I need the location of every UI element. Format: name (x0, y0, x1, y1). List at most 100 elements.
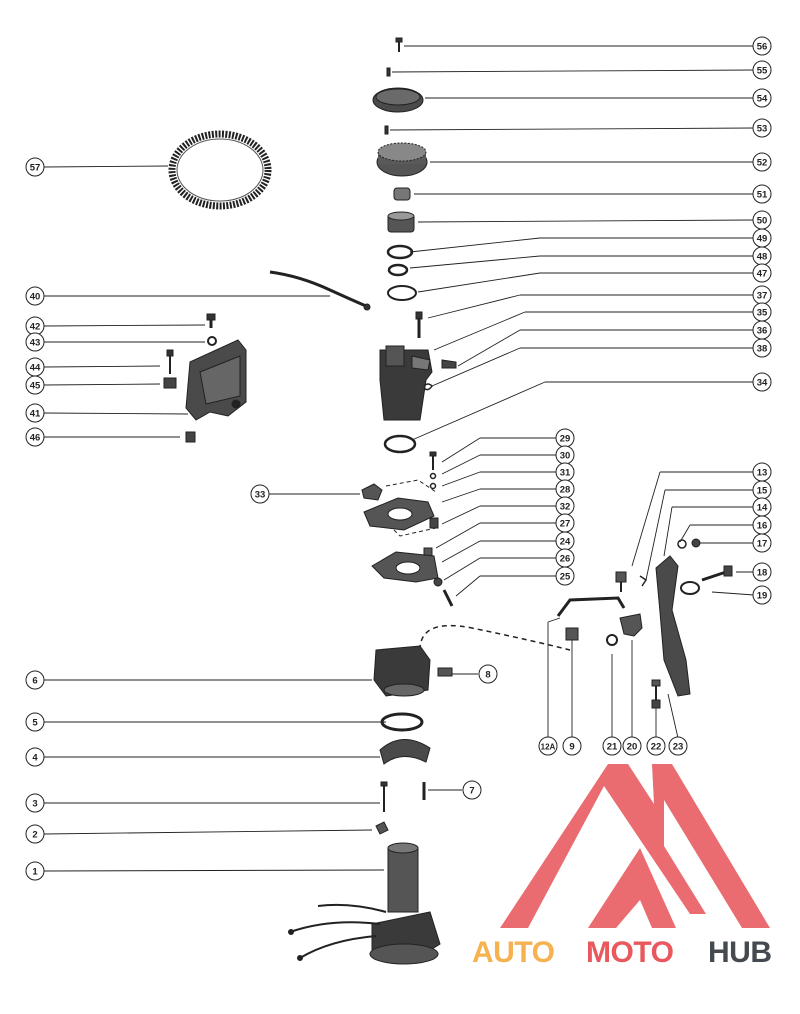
nut-46 (185, 431, 196, 443)
callout-32: 32 (560, 502, 571, 513)
callout-24: 24 (560, 537, 571, 548)
housing-35 (379, 345, 433, 421)
wire-40 (269, 270, 371, 311)
callout-31: 31 (560, 468, 571, 479)
ring-47 (387, 285, 417, 301)
callout-3: 3 (32, 799, 37, 810)
link-rod-12A (556, 596, 626, 617)
housing-6 (373, 645, 431, 697)
washer-31 (429, 482, 437, 490)
watermark-logo-mark (500, 764, 770, 928)
callout-19: 19 (757, 591, 768, 602)
clip-38 (423, 383, 433, 391)
callout-25: 25 (560, 572, 571, 583)
screw-29 (429, 451, 437, 470)
nut-17 (691, 538, 701, 548)
callout-8: 8 (485, 670, 490, 681)
belt-57 (168, 130, 272, 210)
clip-2 (375, 821, 389, 835)
callout-22: 22 (651, 742, 662, 753)
callout-43: 43 (30, 338, 41, 349)
nut-23 (651, 699, 661, 709)
leader-lines (43, 45, 755, 872)
callout-38: 38 (757, 344, 768, 355)
ring-49 (386, 244, 414, 260)
callout-15: 15 (757, 486, 768, 497)
callout-circles (25, 36, 772, 881)
callout-51: 51 (757, 190, 768, 201)
callout-48: 48 (757, 252, 768, 263)
screw-13 (615, 571, 627, 592)
screw-44 (166, 349, 174, 374)
bearing-50 (387, 211, 415, 233)
dashed-path (419, 624, 571, 651)
callout-41: 41 (30, 409, 41, 420)
screw-22 (651, 679, 661, 700)
callout-42: 42 (30, 322, 41, 333)
lever-14 (655, 555, 691, 697)
fitting-8 (437, 667, 453, 677)
distributor-1 (288, 842, 441, 965)
bushing-51 (393, 187, 411, 201)
callout-5: 5 (32, 718, 38, 729)
callout-30: 30 (560, 451, 571, 462)
callout-37: 37 (757, 291, 768, 302)
callout-44: 44 (30, 363, 41, 374)
pin-53 (384, 125, 389, 135)
callout-13: 13 (757, 468, 768, 479)
callout-2: 2 (32, 830, 37, 841)
callout-1: 1 (32, 867, 38, 878)
callout-labels: 56 55 54 53 52 51 50 49 48 47 37 35 36 3… (30, 42, 768, 878)
washer-30 (429, 472, 437, 480)
screw-42 (206, 313, 216, 328)
callout-52: 52 (757, 158, 768, 169)
spacer-32 (429, 517, 439, 529)
plate-54 (372, 87, 424, 113)
fitting-36 (441, 359, 457, 369)
callout-9: 9 (569, 742, 574, 753)
callout-27: 27 (560, 519, 571, 530)
callout-56: 56 (757, 42, 768, 53)
callout-53: 53 (757, 124, 768, 135)
plate-28 (363, 479, 437, 537)
fitting-9 (565, 627, 579, 641)
callout-57: 57 (30, 163, 41, 174)
callout-40: 40 (30, 292, 41, 303)
clip-15 (639, 575, 648, 587)
clamp-4 (379, 739, 431, 765)
screw-56 (395, 37, 403, 52)
callout-7: 7 (469, 786, 474, 797)
clamp-33 (361, 483, 383, 501)
washer-16 (677, 539, 687, 549)
callout-6: 6 (32, 676, 37, 687)
watermark-text-moto: MOTO (586, 936, 674, 969)
callout-21: 21 (607, 742, 618, 753)
callout-4: 4 (32, 753, 38, 764)
washer-19 (680, 581, 700, 595)
callout-17: 17 (757, 539, 768, 550)
callout-34: 34 (757, 378, 768, 389)
screw-18 (701, 565, 733, 582)
callout-46: 46 (30, 433, 41, 444)
screw-37 (415, 311, 423, 338)
callout-16: 16 (757, 521, 768, 532)
nut-45 (163, 377, 177, 389)
plate-24 (371, 551, 439, 583)
pin-55 (386, 67, 391, 77)
watermark-logo: AUTO MOTO HUB (472, 764, 772, 969)
bracket-41 (185, 339, 247, 421)
callout-35: 35 (757, 308, 768, 319)
callout-54: 54 (757, 94, 768, 105)
callout-50: 50 (757, 216, 768, 227)
callout-18: 18 (757, 568, 768, 579)
callout-12A: 12A (541, 743, 556, 752)
ring-5 (380, 712, 424, 732)
nut-21 (606, 634, 618, 646)
callout-28: 28 (560, 485, 571, 496)
callout-14: 14 (757, 503, 768, 514)
ring-34 (383, 434, 417, 454)
callout-26: 26 (560, 554, 571, 565)
callout-45: 45 (30, 381, 41, 392)
